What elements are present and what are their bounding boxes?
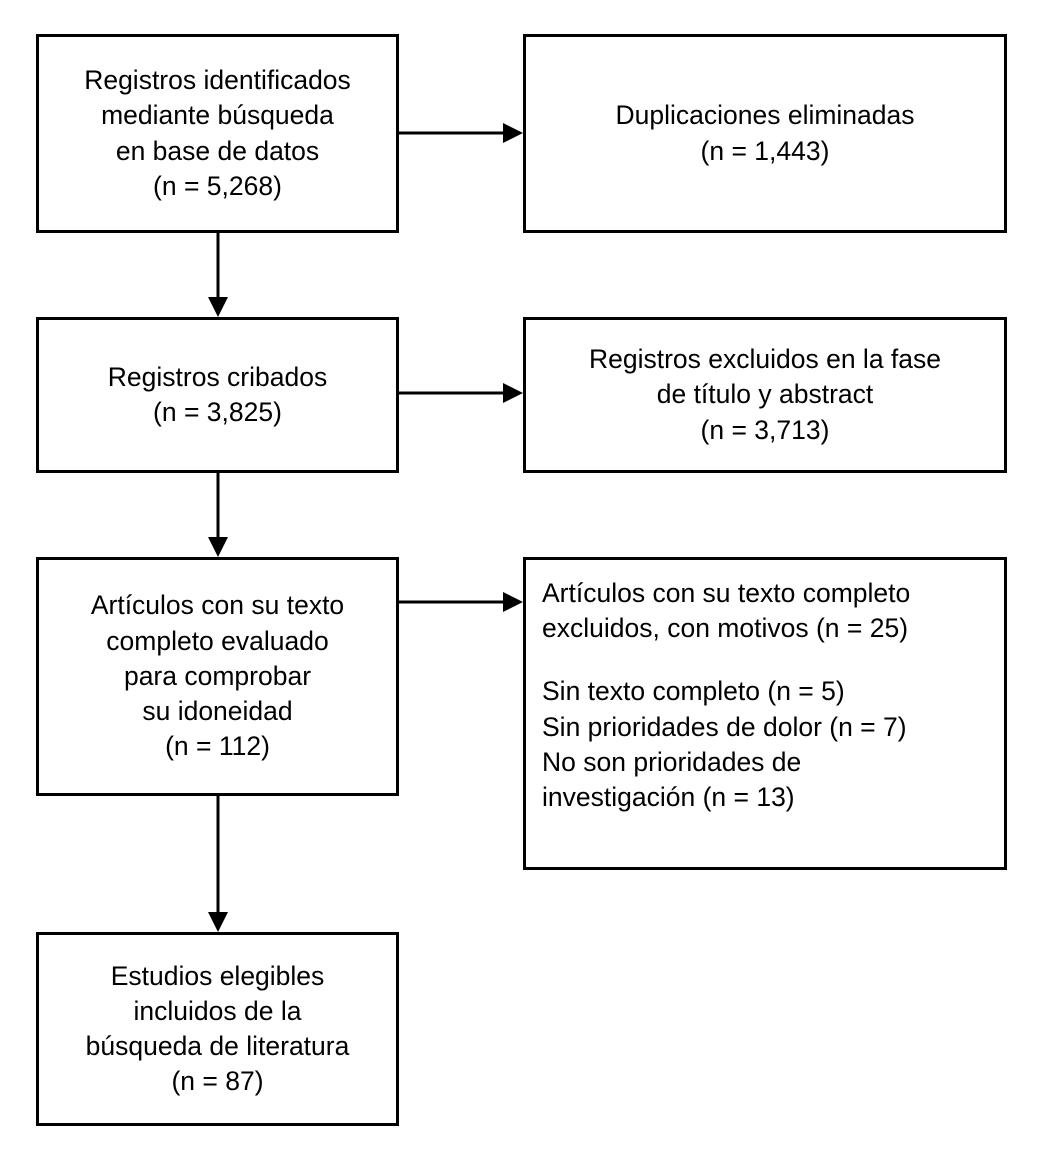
- arrowhead-icon: [503, 592, 523, 612]
- node-text-line: Sin prioridades de dolor (n = 7): [542, 711, 907, 742]
- node-text-line: excluidos, con motivos (n = 25): [542, 613, 909, 644]
- arrow-eligibility-to-included: [208, 796, 228, 932]
- node-text-line: (n = 1,443): [700, 135, 830, 166]
- node-eligibility: Artículos con su texto completo evaluado p…: [36, 557, 399, 796]
- node-included: Estudios elegibles incluidos de la búsqued…: [36, 932, 399, 1126]
- node-text-line: (n = 112): [165, 731, 270, 762]
- arrow-eligibility-to-excluded: [399, 592, 523, 612]
- node-text-line: en base de datos: [115, 135, 320, 166]
- node-text-line: No son prioridades de: [542, 746, 802, 777]
- arrow-screened-to-eligibility: [208, 473, 228, 557]
- arrowhead-icon: [208, 537, 228, 557]
- node-text-line: (n = 3,713): [700, 414, 830, 445]
- node-text-line: Duplicaciones eliminadas: [615, 100, 915, 131]
- node-screened: Registros cribados (n = 3,825): [36, 317, 399, 473]
- node-identified: Registros identificados mediante búsqueda…: [36, 34, 399, 233]
- arrow-identified-to-duplicates: [399, 123, 523, 143]
- node-text-line: Estudios elegibles: [110, 960, 325, 991]
- arrow-screened-to-excluded: [399, 383, 523, 403]
- node-text-line: (n = 5,268): [153, 170, 282, 201]
- node-text-line: su idoneidad: [142, 696, 293, 727]
- node-text-line: Artículos con su texto completo: [542, 578, 911, 608]
- arrowhead-icon: [208, 912, 228, 932]
- node-text-line: (n = 3,825): [153, 397, 282, 427]
- node-text-line: completo evaluado: [106, 625, 329, 656]
- arrowhead-icon: [503, 383, 523, 403]
- node-text-line: investigación (n = 13): [542, 782, 795, 813]
- node-text-line: búsqueda de literatura: [85, 1031, 350, 1061]
- node-text-line: para comprobar: [123, 660, 312, 691]
- node-text-line: Registros cribados: [107, 361, 328, 392]
- node-text-line: Artículos con su texto: [90, 590, 345, 621]
- node-text-line: Sin texto completo (n = 5): [542, 676, 845, 707]
- node-screening-excluded: Registros excluidos en la fase de título …: [523, 317, 1007, 473]
- node-text-line: Registros excluidos en la fase: [588, 344, 942, 375]
- node-duplicates-removed: Duplicaciones eliminadas (n = 1,443): [523, 34, 1007, 233]
- node-text-line: Registros identificados: [84, 65, 351, 96]
- node-text-line: incluidos de la: [133, 995, 302, 1026]
- arrowhead-icon: [208, 297, 228, 317]
- arrowhead-icon: [503, 123, 523, 143]
- node-text-line: (n = 87): [171, 1066, 264, 1097]
- node-text-line: de título y abstract: [656, 379, 874, 410]
- arrow-identified-to-screened: [208, 233, 228, 317]
- node-text-line: mediante búsqueda: [101, 100, 334, 131]
- node-eligibility-excluded: Artículos con su texto completo excluidos…: [523, 557, 1007, 870]
